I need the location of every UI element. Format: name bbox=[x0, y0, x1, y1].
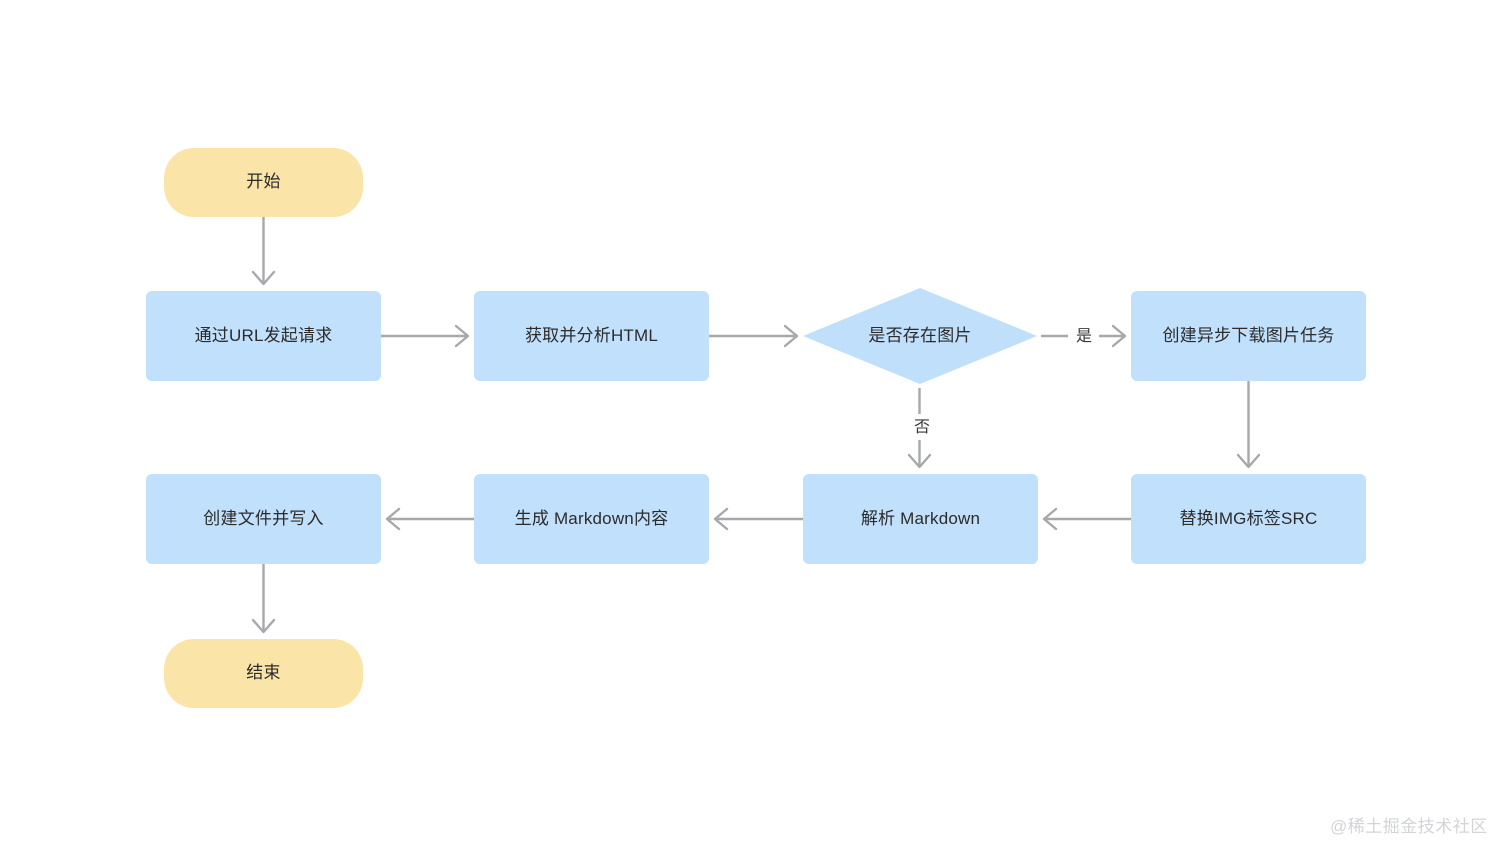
watermark: @稀土掘金技术社区 bbox=[1330, 817, 1488, 836]
edge-decision-no bbox=[907, 388, 932, 469]
node-gen-md[interactable]: 生成 Markdown内容 bbox=[474, 474, 709, 564]
edge-decision-yes bbox=[1041, 324, 1127, 348]
edge-replace-to-parse-md bbox=[1042, 507, 1131, 531]
node-write-file[interactable]: 创建文件并写入 bbox=[146, 474, 381, 564]
node-parse-md[interactable]: 解析 Markdown bbox=[803, 474, 1038, 564]
edge-start-to-request bbox=[251, 217, 276, 286]
node-has-image[interactable]: 是否存在图片 bbox=[803, 288, 1037, 384]
edge-parse-md-to-gen-md bbox=[713, 507, 803, 531]
node-download-img[interactable]: 创建异步下载图片任务 bbox=[1131, 291, 1366, 381]
node-has-image-label: 是否存在图片 bbox=[868, 325, 972, 345]
diamond-shape bbox=[803, 288, 1037, 384]
edge-label-yes: 是 bbox=[1072, 327, 1097, 347]
node-replace-src[interactable]: 替换IMG标签SRC bbox=[1131, 474, 1366, 564]
node-start-label: 开始 bbox=[246, 172, 281, 192]
edge-gen-md-to-write-file bbox=[385, 507, 474, 531]
edge-write-file-to-end bbox=[251, 564, 276, 634]
node-gen-md-label: 生成 Markdown内容 bbox=[514, 508, 669, 528]
node-request-label: 通过URL发起请求 bbox=[194, 325, 333, 345]
node-start[interactable]: 开始 bbox=[164, 148, 363, 217]
node-replace-src-label: 替换IMG标签SRC bbox=[1179, 508, 1318, 528]
node-write-file-label: 创建文件并写入 bbox=[203, 508, 324, 528]
edge-request-to-parse-html bbox=[381, 324, 470, 348]
node-end-label: 结束 bbox=[246, 663, 281, 683]
node-download-img-label: 创建异步下载图片任务 bbox=[1162, 325, 1335, 345]
node-end[interactable]: 结束 bbox=[164, 639, 363, 708]
node-parse-html-label: 获取并分析HTML bbox=[524, 325, 659, 345]
node-request[interactable]: 通过URL发起请求 bbox=[146, 291, 381, 381]
edge-download-to-replace bbox=[1236, 381, 1261, 469]
node-parse-md-label: 解析 Markdown bbox=[860, 508, 981, 528]
edge-parse-html-to-decision bbox=[709, 324, 799, 348]
edge-label-no: 否 bbox=[910, 418, 935, 438]
node-parse-html[interactable]: 获取并分析HTML bbox=[474, 291, 709, 381]
